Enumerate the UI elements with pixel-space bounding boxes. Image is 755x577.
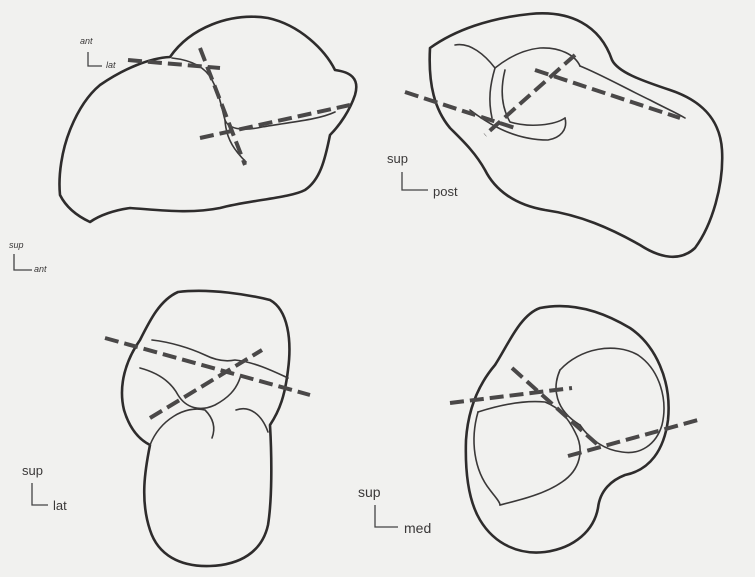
label-bottom-left-vertical: sup (22, 463, 43, 478)
label-top-right-horizontal: post (433, 184, 458, 199)
label-top-left-horizontal: lat (106, 60, 116, 70)
label-top-right-vertical: sup (387, 151, 408, 166)
label-bottom-right-horizontal: med (404, 520, 431, 536)
label-mid-left-horizontal: ant (34, 264, 47, 274)
label-mid-left-vertical: sup (9, 240, 24, 250)
label-bottom-right-vertical: sup (358, 484, 381, 500)
label-top-left-vertical: ant (80, 36, 93, 46)
label-bottom-left-horizontal: lat (53, 498, 67, 513)
